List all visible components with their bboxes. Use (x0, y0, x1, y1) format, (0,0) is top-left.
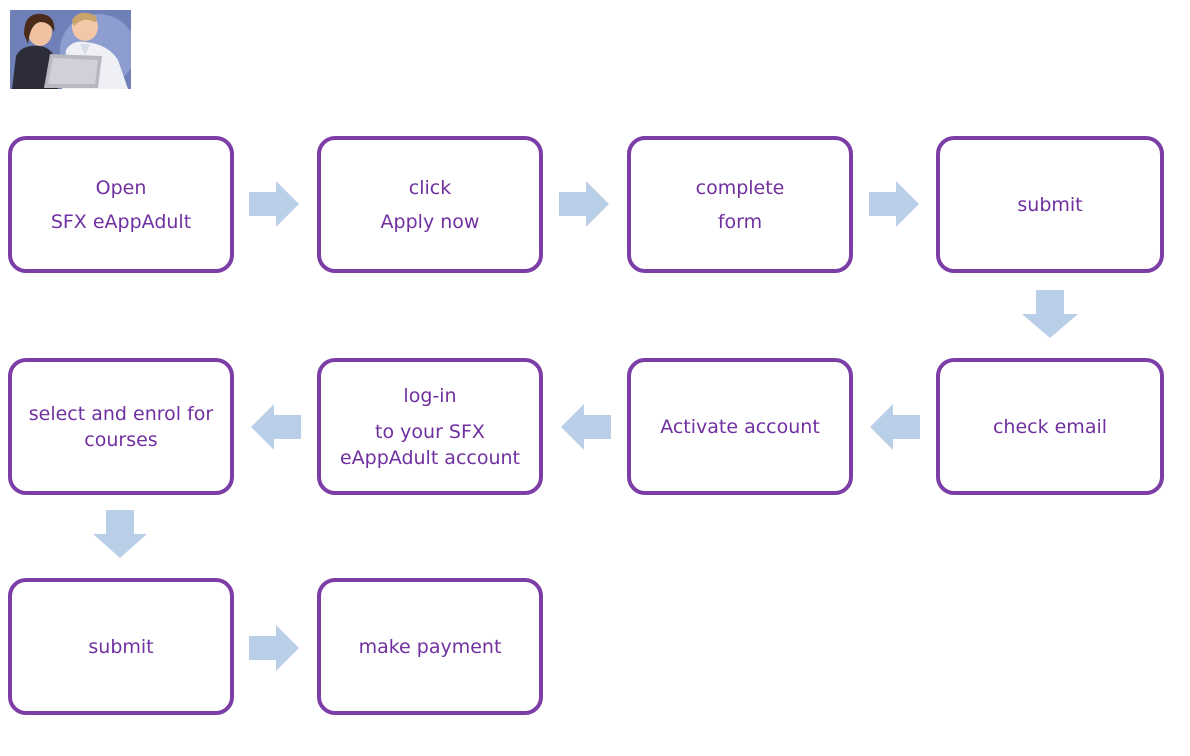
arrow-down-icon (1022, 290, 1078, 338)
arrow-down-icon (93, 510, 147, 558)
step-label-line: courses (84, 428, 158, 451)
step-check-email: check email (936, 358, 1164, 495)
step-label-line: Apply now (380, 210, 480, 233)
step-label-line: click (408, 176, 452, 199)
step-select-and-enrol: select and enrol for courses (8, 358, 234, 495)
step-label-line: Open (95, 176, 147, 199)
arrow-right-icon (249, 181, 299, 227)
step-submit-enrolment: submit (8, 578, 234, 715)
step-label-line: Activate account (660, 415, 820, 438)
arrow-right-icon (559, 181, 609, 227)
step-activate-account: Activate account (627, 358, 853, 495)
arrow-right-icon (249, 625, 299, 671)
step-click-apply-now: click Apply now (317, 136, 543, 273)
step-open-sfx-eappadult: Open SFX eAppAdult (8, 136, 234, 273)
two-people-at-laptop-icon (10, 10, 131, 89)
arrow-left-icon (251, 404, 301, 450)
step-complete-form: complete form (627, 136, 853, 273)
step-label-line: eAppAdult account (339, 446, 521, 469)
step-label-line: make payment (358, 635, 502, 658)
arrow-right-icon (869, 181, 919, 227)
step-log-in: log-in to your SFX eAppAdult account (317, 358, 543, 495)
step-label-line: to your SFX (375, 420, 485, 443)
step-label-line: complete (695, 176, 785, 199)
step-label-line: SFX eAppAdult (50, 210, 192, 233)
step-label-line: submit (1017, 193, 1083, 216)
arrow-left-icon (870, 404, 920, 450)
step-label-line: log-in (403, 384, 457, 407)
step-label-line: form (717, 210, 763, 233)
step-label-line: check email (992, 415, 1108, 438)
step-label-line: submit (88, 635, 154, 658)
step-label-line: select and enrol for (28, 402, 214, 425)
arrow-left-icon (561, 404, 611, 450)
step-make-payment: make payment (317, 578, 543, 715)
step-submit: submit (936, 136, 1164, 273)
